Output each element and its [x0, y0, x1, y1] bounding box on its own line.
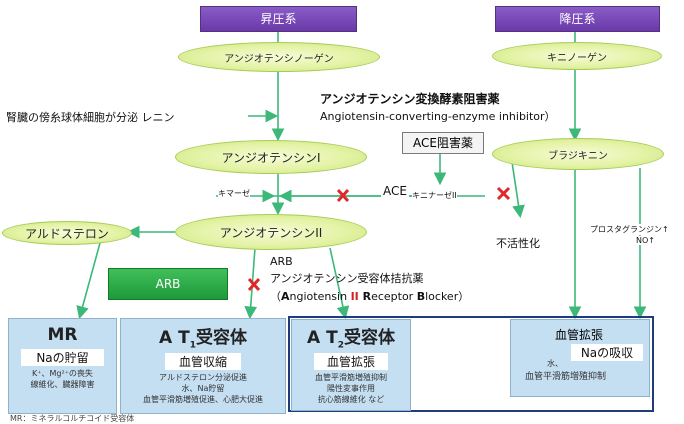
at2-label: 血管拡張 [314, 353, 388, 371]
ace-inhibitor-english: Angiotensin-converting-enzyme inhibitor） [320, 110, 556, 123]
vaso-label-2: Naの吸収 [571, 344, 643, 361]
kininase-label: キニナーゼII [412, 190, 457, 201]
at1-detail-2: 水、Na貯留 [181, 384, 225, 394]
vaso-detail-0: 水、 [547, 359, 563, 368]
arb-en-ii: II [350, 290, 359, 303]
angiotensin1-node: アンジオテンシンI [175, 140, 367, 174]
angiotensin2-node: アンジオテンシンII [175, 214, 367, 250]
arb-en-b: B [416, 290, 426, 303]
bradykinin-node: ブラジキニン [492, 138, 664, 170]
arrow-aldosterone-to-mr [76, 242, 101, 320]
arb-en-a: A [281, 290, 290, 303]
at1-detail-1: アルドステロン分泌促進 [159, 373, 247, 383]
arb-title: ARB [270, 255, 293, 268]
prostaglandin-label: プロスタグランジン↑ [590, 224, 669, 235]
depressor-effects-frame [288, 316, 654, 412]
vaso-detail-1: 血管平滑筋増殖抑制 [525, 372, 607, 382]
arrow-ang2-to-at2 [329, 247, 350, 320]
renin-label: 腎臓の傍糸球体細胞が分泌 レニン [6, 111, 175, 124]
at1-detail-3: 血管平滑筋増殖促進、心肥大促進 [143, 395, 263, 405]
vaso-label-1: 血管拡張 [555, 328, 604, 342]
at2-receptor-box: A T2受容体 血管拡張 血管平滑筋増殖抑制 陽性変事作用 抗心筋線維化 など [291, 319, 411, 411]
arb-en-r: R [358, 290, 372, 303]
block-marks [247, 186, 511, 292]
mr-detail-1: K⁺、Mg²⁺の喪失 [32, 369, 93, 378]
ace-inhibitor-title: アンジオテンシン変換酵素阻害薬 [320, 92, 500, 106]
mr-footnote: MR：ミネラルコルチコイド受容体 [10, 414, 135, 423]
mr-title: MR [47, 325, 78, 345]
arb-english: （Angiotensin II Receptor Blocker） [270, 288, 469, 304]
mr-label: Naの貯留 [21, 349, 104, 366]
at1-label: 血管収縮 [165, 353, 241, 371]
ace-inhibitor-box: ACE阻害薬 [402, 132, 484, 154]
vasodilation-box: 血管拡張 Naの吸収 水、 血管平滑筋増殖抑制 [510, 319, 650, 397]
inactivation-label: 不活性化 [496, 237, 540, 250]
aldosterone-node: アルドステロン [2, 221, 132, 245]
arb-en-locker: locker） [425, 290, 470, 303]
mr-detail-2: 線維化、臓器障害 [30, 380, 95, 389]
pressor-system-header: 昇圧系 [200, 6, 357, 32]
arb-en-ngiotensin: ngiotensin [289, 290, 351, 303]
depressor-system-header: 降圧系 [495, 6, 660, 32]
at1-title: A T1受容体 [159, 328, 247, 351]
at2-detail-3: 抗心筋線維化 など [317, 395, 385, 405]
arb-japanese: アンジオテンシン受容体拮抗薬 [270, 272, 424, 285]
at2-detail-2: 陽性変事作用 [327, 384, 375, 394]
no-label: NO↑ [636, 236, 655, 245]
at1-receptor-box: A T1受容体 血管収縮 アルドステロン分泌促進 水、Na貯留 血管平滑筋増殖促… [120, 318, 286, 414]
at2-title: A T2受容体 [307, 328, 395, 351]
arrow-bradykinin-inactive [511, 161, 525, 219]
ace-label: ACE [381, 184, 409, 198]
chymase-label: キマーゼ [218, 188, 250, 199]
arb-en-open: （ [270, 290, 281, 303]
arb-box: ARB [108, 268, 228, 300]
kininogen-node: キニノーゲン [492, 42, 662, 70]
mr-receptor-box: MR Naの貯留 K⁺、Mg²⁺の喪失 線維化、臓器障害 [8, 318, 117, 414]
at2-detail-1: 血管平滑筋増殖抑制 [315, 373, 387, 383]
angiotensinogen-node: アンジオテンシノーゲン [178, 42, 380, 72]
arb-en-eceptor: eceptor [371, 290, 417, 303]
